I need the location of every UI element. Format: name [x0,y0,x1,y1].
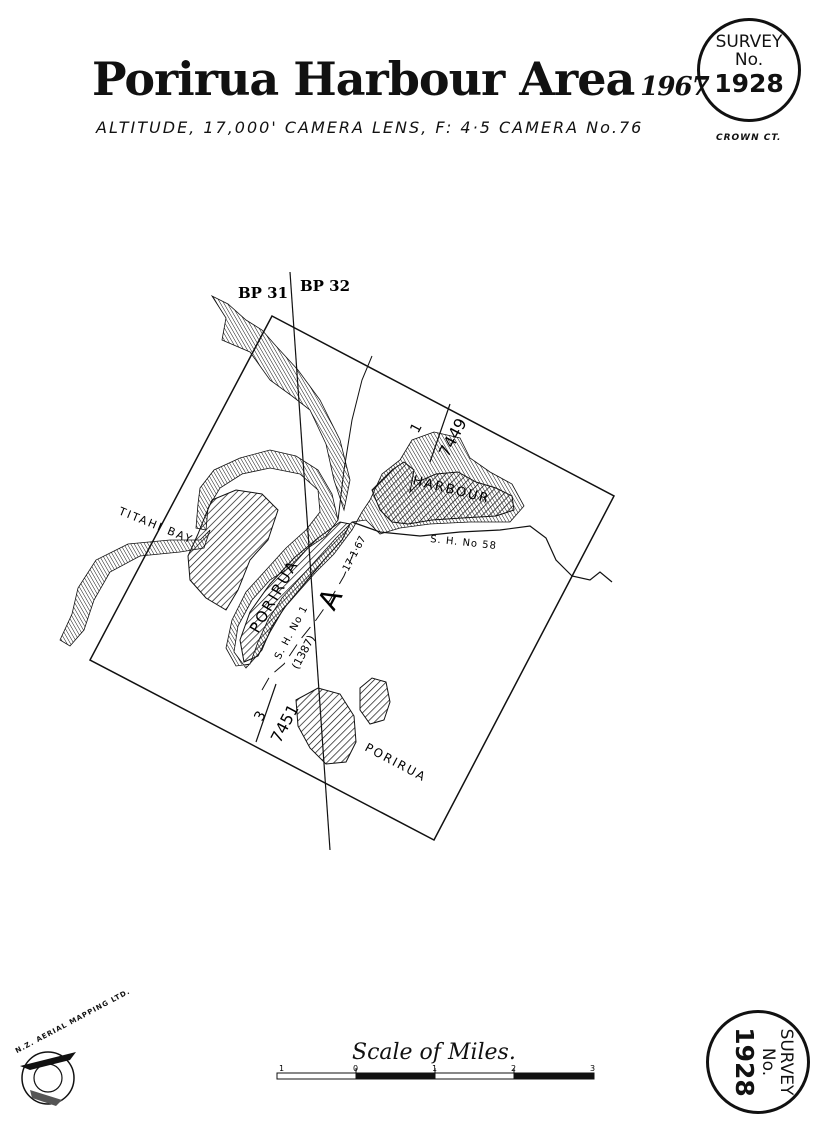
photo-bottom-divider [255,683,277,743]
label-flight-date: 17·1·67 [341,535,369,574]
survey-badge-top: SURVEY No. 1928 [697,18,801,122]
scale-segment-2-3 [514,1073,594,1079]
label-photo-top-run: 1 [407,420,425,435]
road-sh1 [261,551,355,691]
scale-tick-label: 3 [590,1064,595,1073]
title-text: Porirua Harbour Area [92,52,635,106]
label-run-letter: A [311,583,349,615]
label-porirua-town: PORIRUA [363,740,430,784]
survey-badge-no: No. [734,50,764,70]
label-bp32: BP 32 [300,277,350,295]
road-sh58 [351,521,613,583]
photo-coverage-frame [88,314,616,842]
land-porirua-west [295,687,357,765]
scale-tick-label: 1 [279,1064,284,1073]
land-titahi-peninsula [187,489,279,611]
label-road-sh58: S. H. No 58 [430,534,498,552]
survey-badge-label: SURVEY [715,32,783,52]
scale-title: Scale of Miles. [352,1040,516,1065]
coastline-north [210,294,351,512]
scale-segment-0-1 [356,1073,435,1079]
label-titahi-bay: TITAHI BAY [116,504,195,546]
company-logo-icon [20,1051,76,1106]
copyright-note: CROWN CT. [716,133,782,143]
survey-badge-number: 1928 [714,69,784,98]
coastline-west [59,529,211,647]
label-bp31: BP 31 [238,284,288,302]
photo-top-divider [429,403,451,463]
land-porirua-east [359,677,391,725]
label-photo-bottom-number: 7451 [267,701,303,746]
scale-bar: 1 0 1 2 3 [276,1064,595,1080]
scale-tick-label: 2 [511,1064,516,1073]
flight-details: ALTITUDE, 17,000' CAMERA LENS, F: 4·5 CA… [96,118,644,137]
scale-tick-label: 1 [432,1064,437,1073]
land-harbour-east [371,461,515,525]
land-harbour-channel [239,521,351,663]
scale-tick-label: 0 [353,1064,358,1073]
road-sh58-north [337,355,373,521]
